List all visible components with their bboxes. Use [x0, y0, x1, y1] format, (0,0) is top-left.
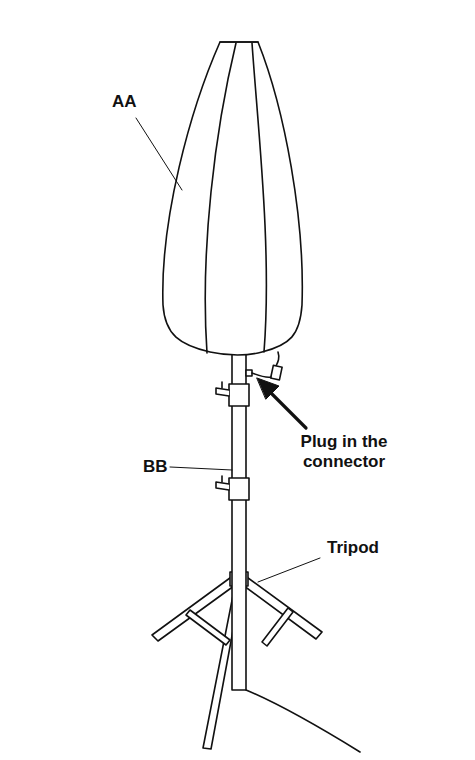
pointer-arrow: [257, 378, 306, 428]
connector-symbol: [246, 352, 282, 380]
part-label: AA: [112, 92, 137, 112]
leader-line: [136, 118, 182, 190]
power-cable: [246, 690, 360, 752]
leader-line: [170, 467, 232, 470]
part-label: Tripod: [327, 538, 379, 558]
part-label: BB: [143, 457, 168, 477]
leader-line: [258, 558, 320, 582]
part-label: Plug in the connector: [285, 432, 403, 473]
lantern-shade: [163, 42, 303, 355]
clamp-symbol: [216, 382, 249, 500]
